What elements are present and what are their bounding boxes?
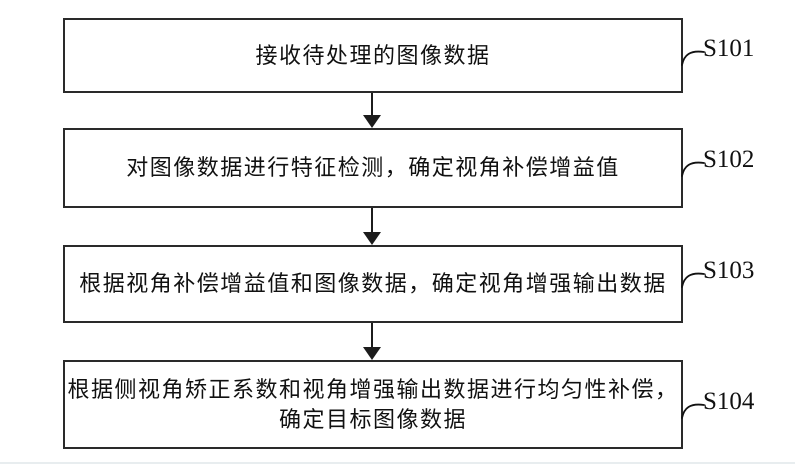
step-text-s102: 对图像数据进行特征检测，确定视角补偿增益值 — [126, 155, 620, 180]
step-label-s101: S101 — [703, 35, 755, 62]
step-box-s103: 根据视角补偿增益值和图像数据，确定视角增强输出数据 — [63, 245, 683, 323]
leader-curve-icon — [681, 161, 705, 177]
step-text-s101: 接收待处理的图像数据 — [255, 42, 491, 68]
arrow-shaft — [371, 93, 373, 116]
step-text-s104-line2: 确定目标图像数据 — [278, 406, 467, 432]
step-text-s103: 根据视角补偿增益值和图像数据，确定视角增强输出数据 — [79, 271, 667, 296]
step-label-s102: S102 — [703, 146, 755, 173]
step-text-s104-line1: 根据侧视角矫正系数和视角增强输出数据进行均匀性补偿， — [67, 376, 679, 402]
arrow-head — [363, 347, 381, 360]
step-box-s102: 对图像数据进行特征检测，确定视角补偿增益值 — [63, 128, 683, 208]
step-label-s103: S103 — [703, 257, 755, 284]
leader-curve-icon — [681, 50, 705, 66]
arrow-shaft — [371, 323, 373, 348]
flow-arrow-icon — [363, 323, 381, 360]
leader-curve-icon — [681, 272, 705, 288]
step-label-s104: S104 — [703, 388, 755, 415]
flow-arrow-icon — [363, 93, 381, 128]
leader-curve-icon — [681, 403, 705, 419]
step-box-s101: 接收待处理的图像数据 — [63, 18, 683, 93]
arrow-shaft — [371, 208, 373, 233]
arrow-head — [363, 232, 381, 245]
bottom-divider — [0, 462, 795, 464]
arrow-head — [363, 115, 381, 128]
flow-arrow-icon — [363, 208, 381, 245]
step-box-s104: 根据侧视角矫正系数和视角增强输出数据进行均匀性补偿， 确定目标图像数据 — [63, 360, 683, 449]
